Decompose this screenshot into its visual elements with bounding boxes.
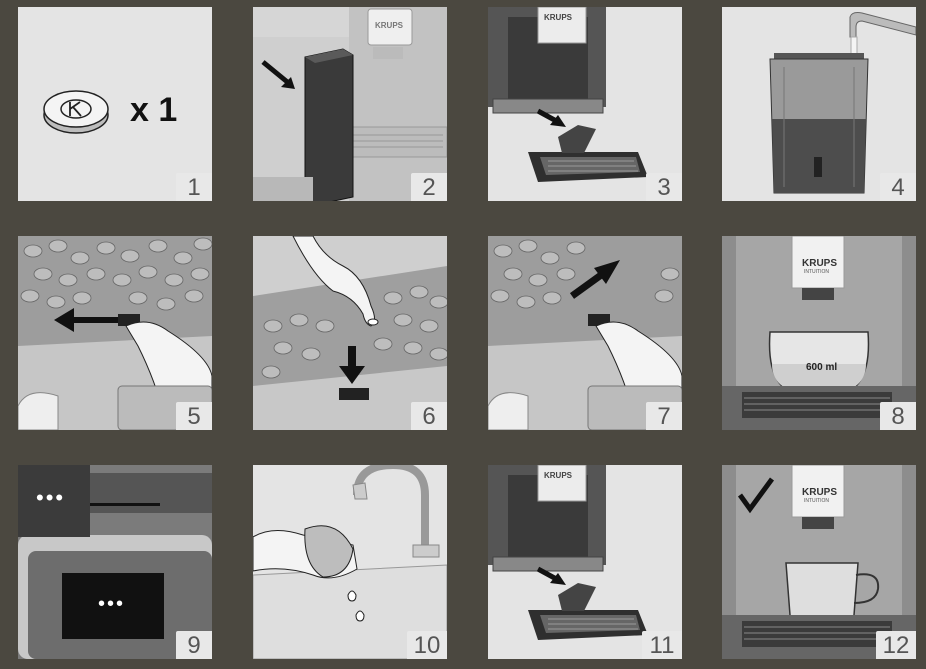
- step-2-panel: KRUPS 2: [253, 7, 447, 201]
- tablet-quantity: x 1: [130, 91, 177, 130]
- bean-selector-right-illustration: [488, 236, 682, 430]
- step-number: 4: [880, 173, 916, 201]
- water-tank-insert-illustration: [253, 7, 447, 201]
- cup-volume-label: 600 ml: [806, 362, 837, 373]
- step-8-panel: KRUPS INTUITION 600 ml 8: [722, 236, 916, 430]
- step-5-panel: 5: [18, 236, 212, 430]
- step-7-panel: 7: [488, 236, 682, 430]
- cleaning-tablet-icon: [18, 7, 212, 201]
- display-top-dots: •••: [36, 485, 65, 511]
- rinse-container-illustration: [253, 465, 447, 659]
- step-number: 9: [176, 631, 212, 659]
- brand-label: KRUPS: [375, 21, 403, 30]
- brand-label: KRUPS: [544, 13, 572, 22]
- bean-selector-left-illustration: [18, 236, 212, 430]
- step-4-panel: 4: [722, 7, 916, 201]
- display-center-dots: •••: [98, 593, 125, 616]
- step-6-panel: 6: [253, 236, 447, 430]
- step-number: 12: [876, 631, 916, 659]
- step-number: 3: [646, 173, 682, 201]
- brand-label: KRUPS: [802, 258, 837, 269]
- step-10-panel: 10: [253, 465, 447, 659]
- step-number: 7: [646, 402, 682, 430]
- step-number: 5: [176, 402, 212, 430]
- brand-label: KRUPS: [544, 471, 572, 480]
- step-3-panel: KRUPS 3: [488, 7, 682, 201]
- brand-label: KRUPS: [802, 487, 837, 498]
- fill-water-tank-illustration: [722, 7, 916, 201]
- step-12-panel: KRUPS INTUITION 12: [722, 465, 916, 659]
- step-9-panel: ••• ••• 9: [18, 465, 212, 659]
- step-1-panel: x 1 1: [18, 7, 212, 201]
- step-11-panel: KRUPS 11: [488, 465, 682, 659]
- step-number: 11: [642, 631, 682, 659]
- drip-tray-remove-illustration: [488, 7, 682, 201]
- sub-brand-label: INTUITION: [804, 498, 829, 504]
- step-number: 1: [176, 173, 212, 201]
- step-number: 2: [411, 173, 447, 201]
- step-number: 6: [411, 402, 447, 430]
- sub-brand-label: INTUITION: [804, 269, 829, 275]
- insert-tablet-illustration: [253, 236, 447, 430]
- drip-tray-remove-illustration-2: [488, 465, 682, 659]
- step-number: 10: [407, 631, 447, 659]
- step-number: 8: [880, 402, 916, 430]
